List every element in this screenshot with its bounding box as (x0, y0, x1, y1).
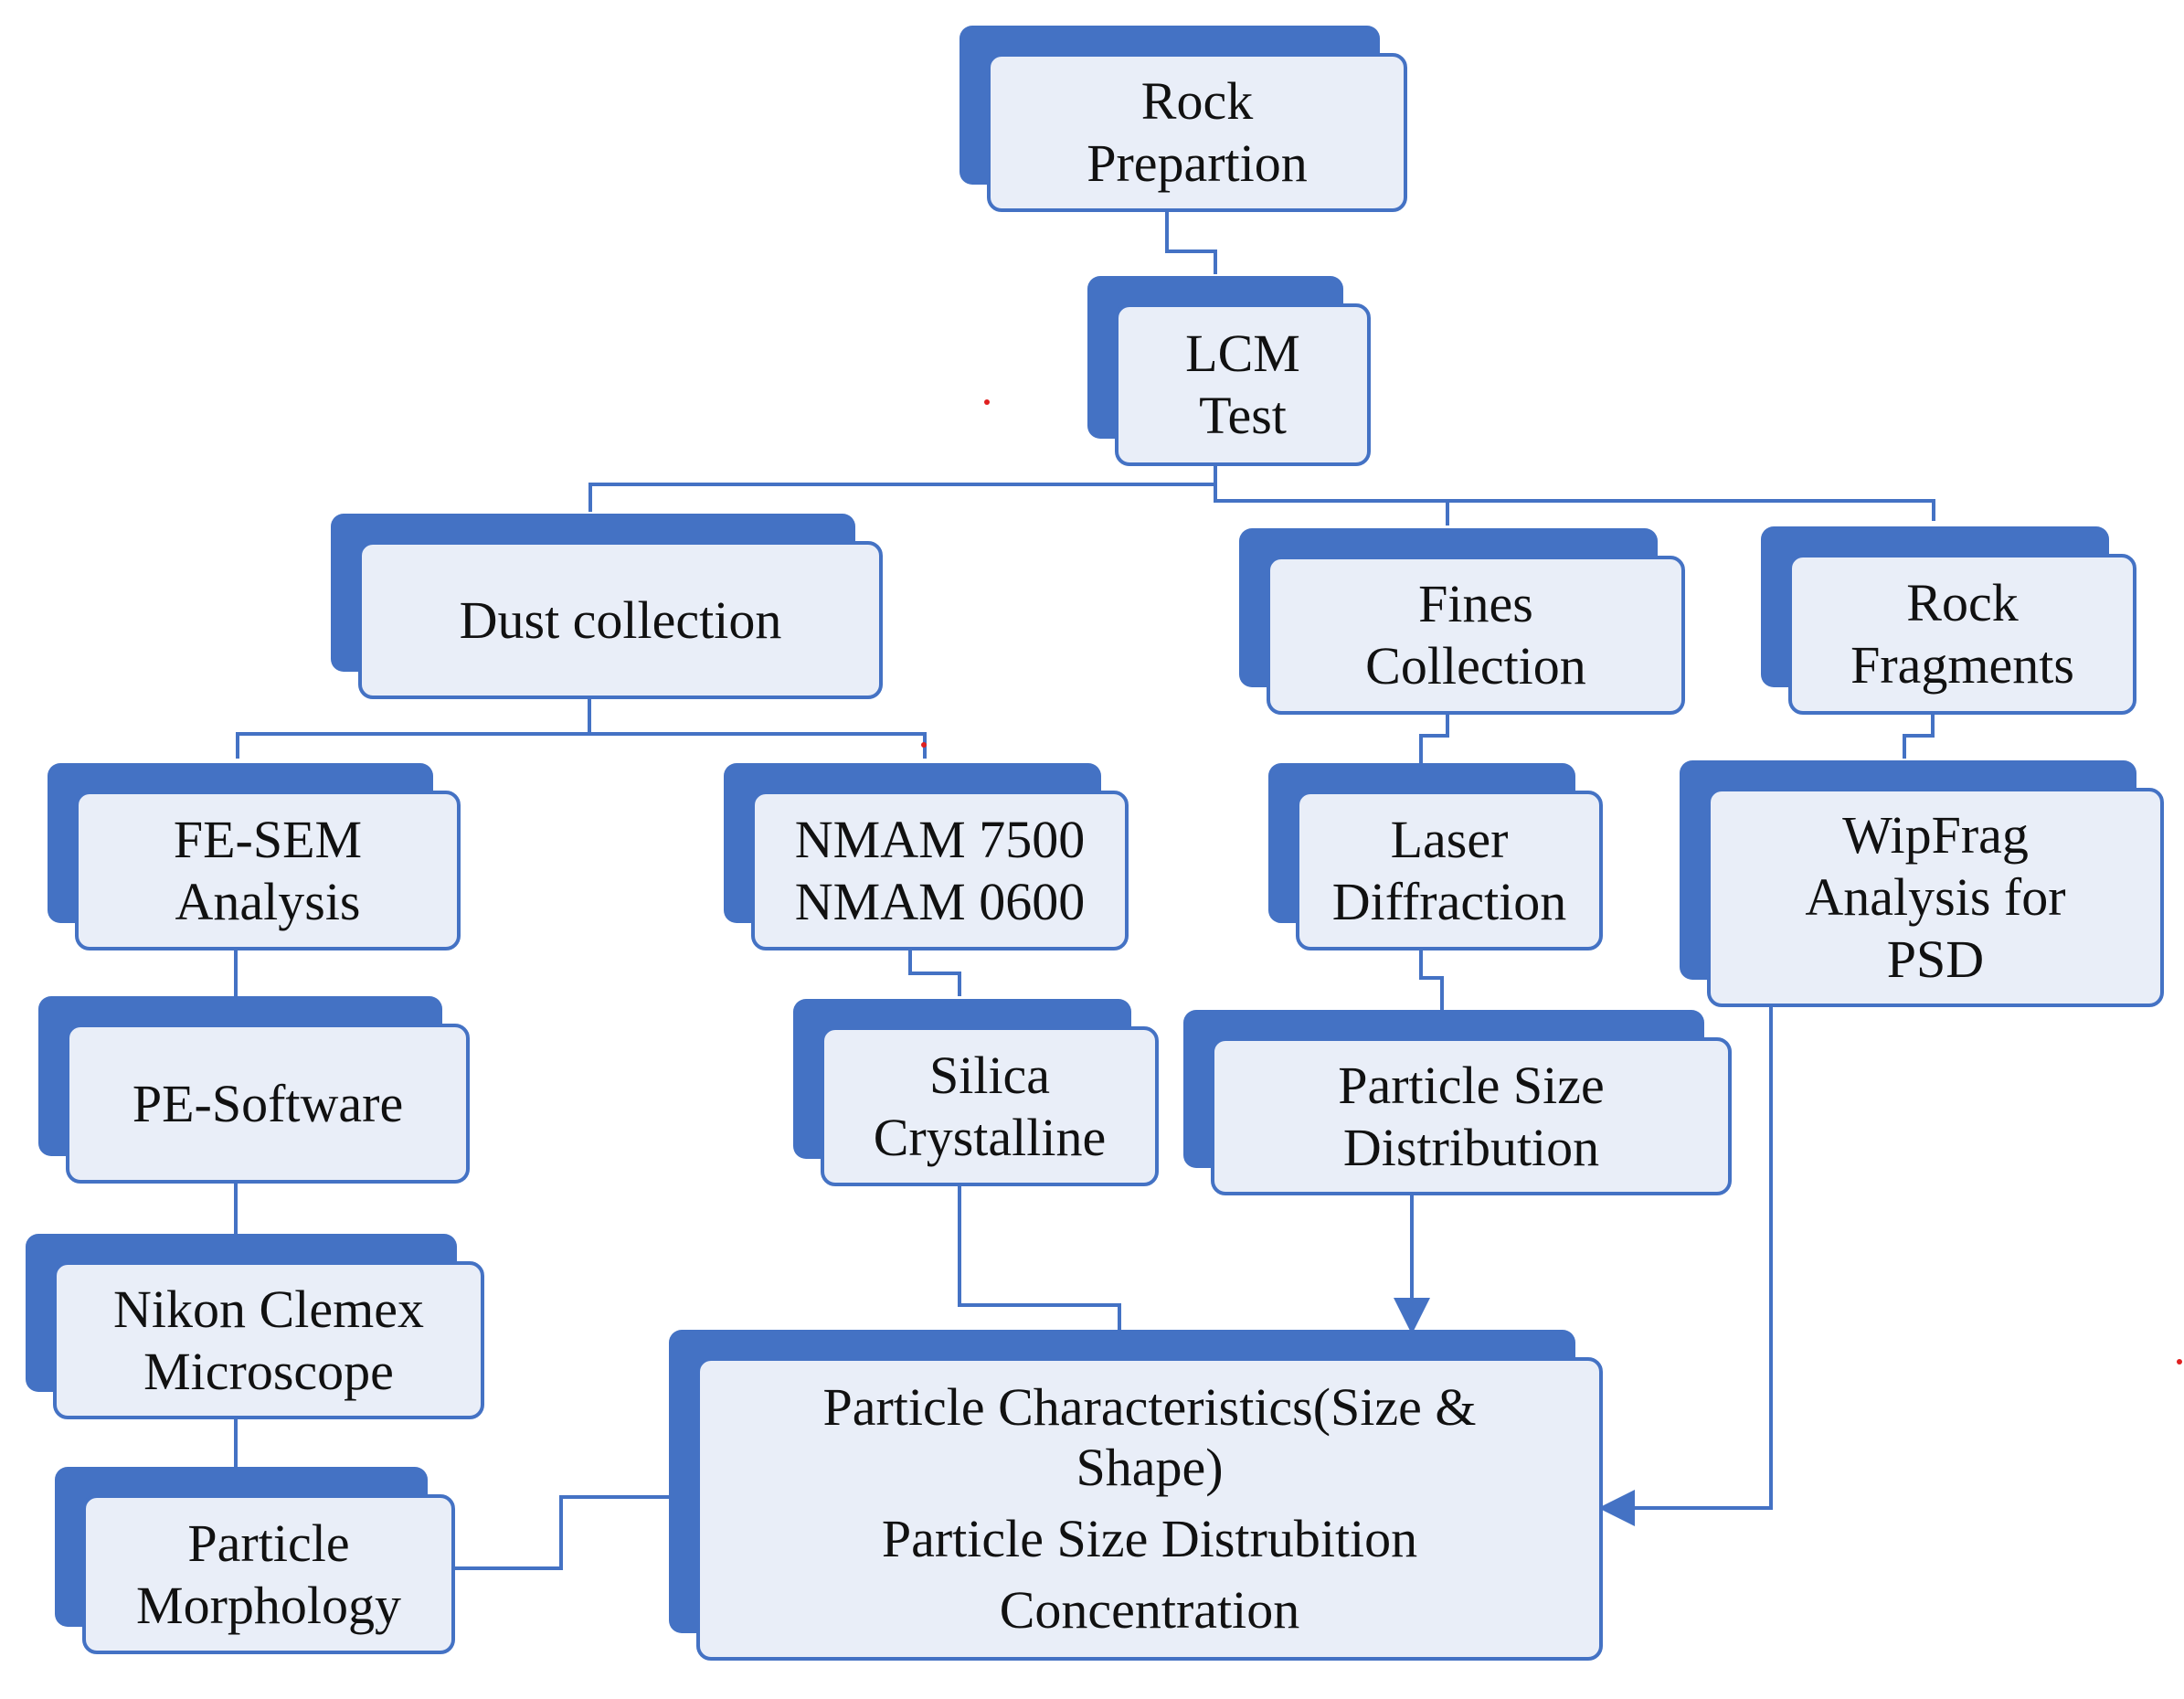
node-text: Analysis (175, 871, 361, 931)
node-text: Crystalline (873, 1107, 1107, 1167)
node-text: PSD (1886, 929, 1985, 989)
connector-fines-laser (1419, 715, 1449, 763)
node-card: Particle Size Distribution (1211, 1037, 1732, 1195)
node-text: Diffraction (1331, 871, 1567, 931)
node-text: Particle (187, 1513, 350, 1573)
node-card: Dust collection (358, 541, 883, 699)
node-text: Rock (1140, 71, 1254, 131)
node-text: Test (1199, 386, 1287, 445)
node-card: Nikon Clemex Microscope (53, 1261, 484, 1419)
node-card: LCM Test (1115, 303, 1371, 466)
node-text: Shape) (1076, 1438, 1224, 1497)
node-card: Laser Diffraction (1296, 791, 1603, 950)
node-text: Analysis for (1805, 867, 2066, 927)
node-card: Particle Morphology (82, 1494, 455, 1654)
node-text: Microscope (143, 1341, 394, 1401)
node-text: LCM (1185, 324, 1300, 383)
connector-wipfrag-characteristics (1598, 1007, 1773, 1526)
nmam-node: NMAM 7500 NMAM 0600 (724, 763, 1129, 950)
node-text: WipFrag (1842, 805, 2029, 865)
node-text: Silica (928, 1045, 1051, 1105)
node-card: NMAM 7500 NMAM 0600 (751, 791, 1129, 950)
connector-rock-prep-lcm (1165, 212, 1217, 274)
node-text: Laser (1390, 809, 1509, 869)
connector-dust-children (236, 699, 927, 759)
node-text: Morphology (136, 1575, 401, 1635)
rock-fragments-node: Rock Fragments (1761, 526, 2136, 715)
lcm-test-node: LCM Test (1087, 276, 1371, 466)
node-card: Silica Crystalline (821, 1026, 1159, 1186)
node-text: Fragments (1850, 635, 2074, 695)
node-card: PE-Software (66, 1024, 470, 1184)
connector-silica-characteristics (958, 1186, 1121, 1330)
connector-laser-psd (1419, 950, 1444, 1010)
connector-lcm-branches (588, 466, 1935, 526)
node-text: Particle Characteristics(Size & (822, 1377, 1477, 1437)
wipfrag-analysis-node: WipFrag Analysis for PSD (1680, 760, 2164, 1007)
node-text-group: Particle Characteristics(Size & Shape) (822, 1377, 1476, 1498)
stray-marker (984, 399, 990, 405)
node-card: Fines Collection (1267, 556, 1685, 715)
node-text: NMAM 7500 (794, 809, 1086, 869)
node-text: Nikon Clemex (113, 1279, 424, 1339)
stray-marker (921, 742, 927, 748)
node-text: NMAM 0600 (794, 871, 1086, 931)
particle-morphology-node: Particle Morphology (55, 1467, 455, 1654)
laser-diffraction-node: Laser Diffraction (1268, 763, 1603, 950)
silica-crystalline-node: Silica Crystalline (793, 999, 1159, 1186)
node-text: Collection (1365, 636, 1586, 696)
node-text: Prepartion (1087, 133, 1308, 193)
node-text: Fines (1418, 574, 1533, 633)
node-text: PE-Software (132, 1073, 404, 1133)
node-card: Rock Prepartion (987, 53, 1407, 212)
particle-characteristics-node: Particle Characteristics(Size & Shape) P… (669, 1330, 1603, 1661)
connector-morphology-characteristics (455, 1495, 669, 1570)
particle-size-distribution-node: Particle Size Distribution (1183, 1010, 1732, 1195)
rock-preparation-node: Rock Prepartion (959, 26, 1407, 212)
node-card: WipFrag Analysis for PSD (1707, 788, 2164, 1007)
fines-collection-node: Fines Collection (1239, 528, 1685, 715)
node-text: Rock (1906, 573, 2019, 632)
node-card: FE-SEM Analysis (75, 791, 461, 950)
fe-sem-analysis-node: FE-SEM Analysis (48, 763, 461, 950)
node-card: Rock Fragments (1788, 554, 2136, 715)
pe-software-node: PE-Software (38, 996, 470, 1184)
node-text: Particle Size Distrubition (881, 1509, 1418, 1568)
node-text: Concentration (999, 1580, 1300, 1640)
node-card: Particle Characteristics(Size & Shape) P… (696, 1357, 1603, 1661)
node-text: Distribution (1342, 1117, 1600, 1177)
stray-marker (2177, 1359, 2182, 1365)
dust-collection-node: Dust collection (331, 514, 883, 699)
node-text: FE-SEM (173, 809, 363, 869)
connector-nmam-silica (908, 950, 961, 996)
node-text: Dust collection (459, 589, 782, 650)
connector-rock-fragments-wipfrag (1903, 715, 1935, 759)
nikon-clemex-microscope-node: Nikon Clemex Microscope (26, 1234, 484, 1419)
node-text: Particle Size (1338, 1055, 1605, 1115)
